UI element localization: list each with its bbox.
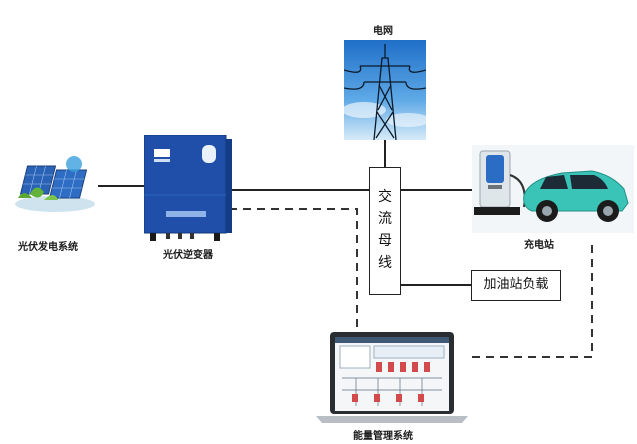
- pv-system-image: [10, 148, 100, 214]
- solar-panel-icon: [15, 156, 95, 212]
- ev-charger-car-icon: [472, 145, 634, 233]
- ac-bus-char-4: 线: [378, 255, 392, 271]
- fuel-station-load-box: 加油站负载: [471, 270, 561, 301]
- inverter-image: [143, 134, 232, 243]
- grid-image: [342, 40, 430, 141]
- pv-system-label: 光伏发电系统: [18, 242, 78, 253]
- grid-label: 电网: [373, 26, 393, 37]
- power-tower-icon: [342, 40, 430, 141]
- ac-bus-char-3: 母: [378, 233, 392, 249]
- charger-to-ems-dashed-line: [466, 245, 593, 358]
- inverter-to-ems-dashed-line: [229, 208, 358, 335]
- charging-station-image: [472, 145, 634, 233]
- ems-label: 能量管理系统: [353, 431, 413, 442]
- charging-station-label: 充电站: [524, 240, 554, 251]
- ac-bus-box: 交 流 母 线: [369, 167, 401, 295]
- inverter-icon: [143, 134, 232, 241]
- ac-bus-char-2: 流: [378, 211, 392, 227]
- ems-laptop-image: [316, 330, 468, 424]
- inverter-label: 光伏逆变器: [163, 250, 213, 261]
- laptop-icon: [316, 332, 468, 423]
- ac-bus-char-1: 交: [378, 189, 392, 205]
